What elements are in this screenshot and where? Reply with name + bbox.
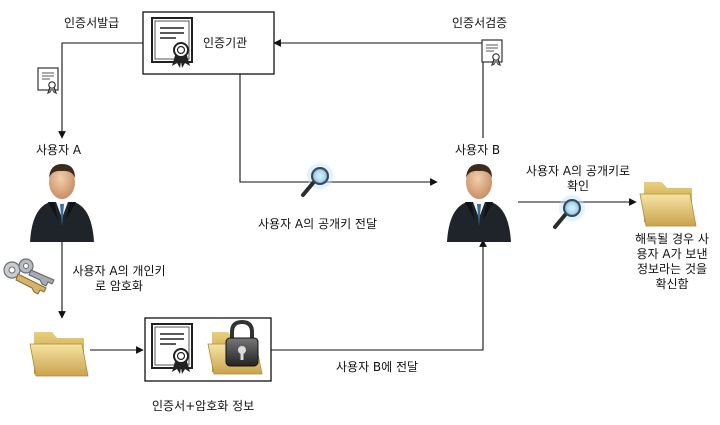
- encrypt-label: 사용자 A의 개인키 로 암호화: [64, 264, 174, 294]
- result-label-line: 용자 A가 보낸: [636, 247, 708, 261]
- user-avatar-icon: [447, 164, 511, 242]
- certificate-icon: [151, 323, 193, 374]
- encrypt-label-line: 사용자 A의 개인키: [72, 264, 166, 278]
- magnifier-icon: [553, 195, 585, 229]
- confirm-label-line: 확인: [566, 179, 590, 193]
- verify-label: 인증서검증: [452, 16, 508, 30]
- small-certificate-icon: [37, 67, 59, 95]
- deliver-b-label: 사용자 B에 전달: [336, 360, 419, 374]
- confirm-label: 사용자 A의 공개키로 확인: [518, 164, 638, 194]
- keys-icon: [3, 258, 55, 295]
- folder-icon: [29, 332, 89, 377]
- pubkey-arrow: [239, 74, 438, 186]
- confirm-label-line: 사용자 A의 공개키로: [525, 164, 631, 178]
- result-label-line: 확신함: [655, 277, 689, 291]
- cert-info-label: 인증서+암호화 정보: [152, 399, 255, 413]
- issue-arrow: [58, 42, 143, 139]
- pubkey-deliver-label: 사용자 A의 공개키 전달: [258, 217, 378, 231]
- user-a-label: 사용자 A: [36, 143, 82, 157]
- authority-label: 인증기관: [203, 36, 248, 50]
- deliver-b-arrow: [271, 239, 487, 351]
- small-certificate-icon: [481, 39, 503, 67]
- padlock-icon: [225, 319, 259, 367]
- result-label-line: 해독될 경우 사: [635, 232, 709, 246]
- result-label-line: 정보라는 것을: [636, 262, 708, 276]
- result-folder-icon: [639, 182, 697, 227]
- encrypt-label-line: 로 암호화: [95, 279, 143, 293]
- certificate-icon: [151, 17, 193, 68]
- user-b-label: 사용자 B: [455, 143, 501, 157]
- user-avatar-icon: [30, 164, 94, 242]
- verify-arrow: [273, 39, 484, 138]
- result-label: 해독될 경우 사 용자 A가 보낸 정보라는 것을 확신함: [626, 232, 718, 292]
- magnifier-icon: [301, 163, 333, 197]
- issue-label: 인증서발급: [64, 16, 120, 30]
